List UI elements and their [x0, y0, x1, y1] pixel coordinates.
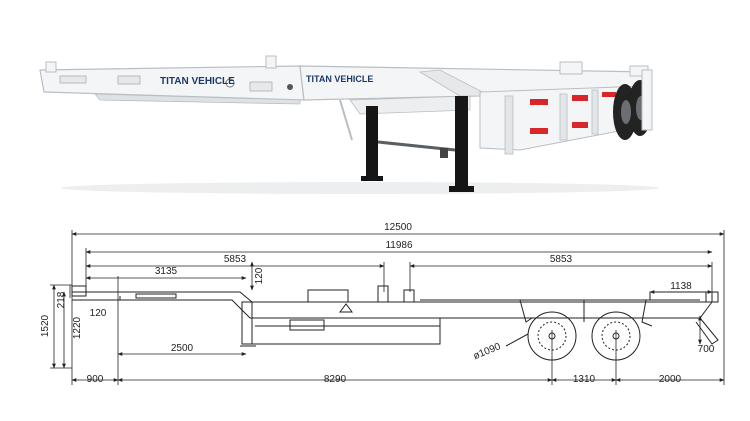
dim-rear-overhang-top: 1138 — [670, 281, 692, 292]
dim-overall-length: 12500 — [384, 222, 412, 233]
dim-front-height: 218 — [56, 291, 67, 308]
trailer-front-frame: TITAN VEHICLE — [39, 55, 305, 105]
dim-wheelbase-main: 8290 — [324, 374, 347, 385]
landing-gear-drawing — [240, 285, 415, 347]
dim-gooseneck-length: 3135 — [155, 266, 178, 277]
dim-rear-drop: 700 — [698, 344, 715, 355]
brand-label-left: TITAN VEHICLE — [160, 76, 235, 87]
trailer-photo: TITAN VEHICLE TITAN VEHICLE — [39, 55, 660, 194]
dim-rear-lock-span: 5853 — [550, 254, 573, 265]
dim-tire-diameter: ø1090 — [472, 341, 503, 362]
dim-front-step: 120 — [90, 308, 107, 319]
dim-front-overhang: 900 — [87, 374, 104, 385]
brand-label-right: TITAN VEHICLE — [306, 74, 373, 84]
dim-axle-spacing: 1310 — [573, 374, 596, 385]
technical-drawing — [50, 230, 725, 385]
dim-kingpin-to-end: 11986 — [385, 240, 413, 251]
dim-front-lock-span: 5853 — [224, 254, 247, 265]
dimension-labels: 12500 11986 5853 5853 3135 120 1138 1520… — [40, 222, 715, 385]
dim-overall-height: 1520 — [40, 314, 51, 337]
axle-wheels-drawing — [505, 299, 653, 361]
dim-landing-gear-position: 2500 — [171, 343, 194, 354]
dim-rear-overhang: 2000 — [659, 374, 682, 385]
landing-gear-legs — [339, 96, 474, 192]
dim-gooseneck-step: 120 — [254, 267, 265, 284]
rear-wheels — [613, 69, 653, 140]
trailer-main-frame: TITAN VEHICLE — [299, 61, 651, 155]
dim-coupling-height: 1220 — [72, 316, 83, 339]
